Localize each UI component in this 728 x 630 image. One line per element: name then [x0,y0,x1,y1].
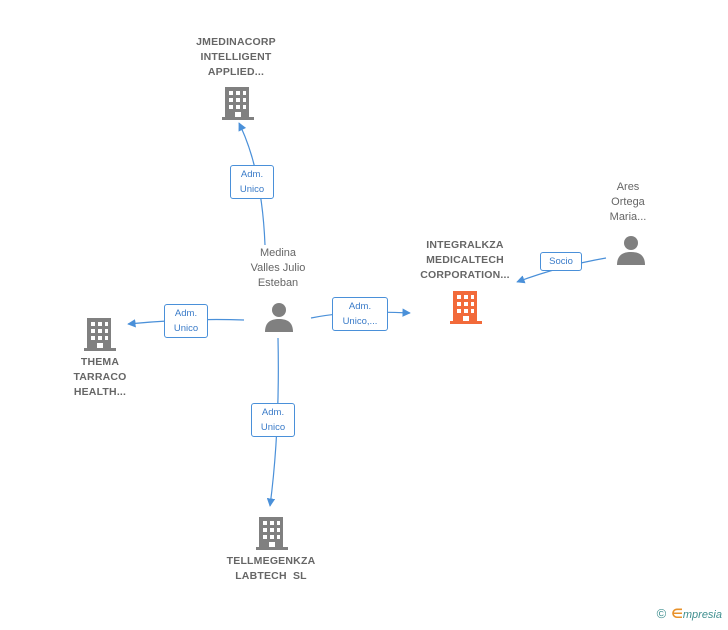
edge-label-to-tellmegenkza[interactable]: Adm. Unico [251,403,295,437]
label-line: THEMA [80,356,120,368]
label-line: Medina [259,247,297,259]
node-label-tellmegenkza: TELLMEGENKZA LABTECH SL [206,554,336,584]
label-line: TARRACO [73,371,127,383]
label-line: APPLIED... [207,66,265,78]
brand-e-glyph: ∈ [671,606,683,621]
brand-name: mpresia [682,609,722,621]
edge-label-line: Unico [260,422,286,433]
node-label-ares: Ares Ortega Maria... [588,180,668,225]
edge-label-line: Adm. [174,308,198,319]
label-line: Ortega [611,196,645,208]
edge-label-line: Unico,... [342,316,378,327]
edge-label-line: Adm. [240,169,264,180]
node-label-thema: THEMA TARRACO HEALTH... [50,355,150,400]
brand-logo: © ∈mpresia [657,606,722,622]
edge-label-line: Socio [549,256,573,267]
label-line: LABTECH SL [235,570,307,582]
edge-label-line: Adm. [261,407,285,418]
label-line: Ares [616,181,640,193]
label-line: CORPORATION... [420,269,510,281]
building-icon[interactable] [84,316,116,352]
node-label-integralkza: INTEGRALKZA MEDICALTECH CORPORATION... [405,238,525,283]
edge-label-to-thema[interactable]: Adm. Unico [164,304,208,338]
label-line: INTELLIGENT [200,51,272,63]
copyright-icon: © [656,606,667,621]
edge-label-line: Unico [239,184,265,195]
edge-label-ares-to-integralkza[interactable]: Socio [540,252,582,271]
person-icon[interactable] [263,301,295,333]
label-line: MEDICALTECH [426,254,504,266]
person-icon[interactable] [615,234,647,266]
building-icon[interactable] [222,85,254,121]
label-line: Esteban [257,277,299,289]
building-icon[interactable] [256,515,288,551]
label-line: Maria... [609,211,647,223]
node-label-medina: Medina Valles Julio Esteban [226,246,330,291]
edge-label-line: Unico [173,323,199,334]
building-icon[interactable] [450,289,482,325]
edge-label-to-jmedinacorp[interactable]: Adm. Unico [230,165,274,199]
label-line: INTEGRALKZA [426,239,504,251]
edge-label-to-integralkza[interactable]: Adm. Unico,... [332,297,388,331]
label-line: HEALTH... [73,386,127,398]
node-label-jmedinacorp: JMEDINACORP INTELLIGENT APPLIED... [176,35,296,80]
edge-label-line: Adm. [348,301,372,312]
label-line: Valles Julio [250,262,306,274]
label-line: JMEDINACORP [196,36,276,48]
label-line: TELLMEGENKZA [226,555,316,567]
